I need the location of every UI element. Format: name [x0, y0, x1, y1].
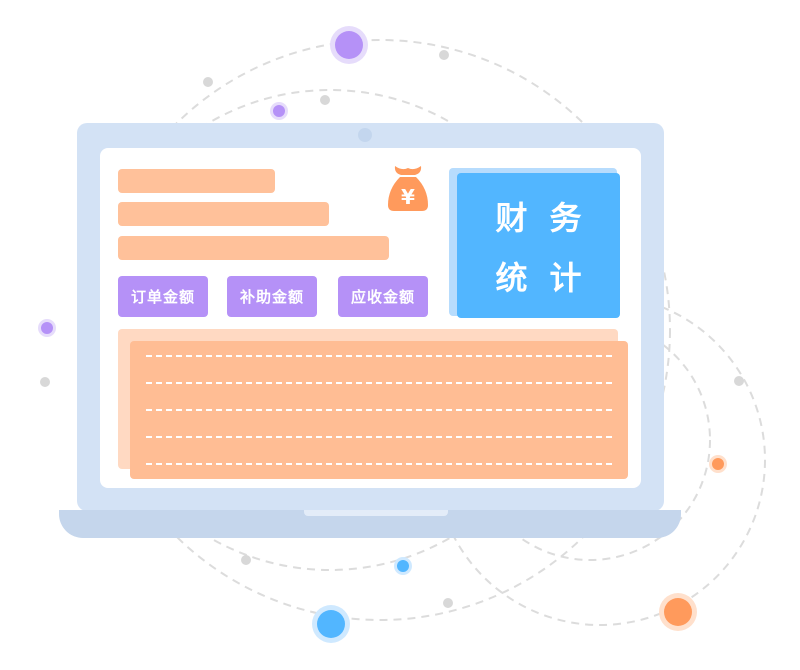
divider	[146, 355, 612, 357]
divider	[146, 463, 612, 465]
finance-stats-card: 财务 统计	[457, 173, 620, 318]
placeholder-bar	[118, 202, 329, 226]
laptop-notch	[304, 510, 448, 516]
placeholder-bar	[118, 169, 275, 193]
placeholder-bar	[118, 236, 389, 260]
tag-subsidy-amount[interactable]: 补助金额	[227, 276, 317, 317]
laptop-camera	[358, 128, 372, 142]
divider	[146, 409, 612, 411]
tag-receivable-amount[interactable]: 应收金额	[338, 276, 428, 317]
divider	[146, 436, 612, 438]
tag-order-amount[interactable]: 订单金额	[118, 276, 208, 317]
svg-text:¥: ¥	[401, 185, 415, 209]
card-title-line1: 财务	[495, 198, 604, 237]
money-bag-icon: ¥	[388, 166, 428, 211]
card-title-line2: 统计	[495, 258, 604, 297]
content-panel	[130, 341, 628, 479]
divider	[146, 382, 612, 384]
